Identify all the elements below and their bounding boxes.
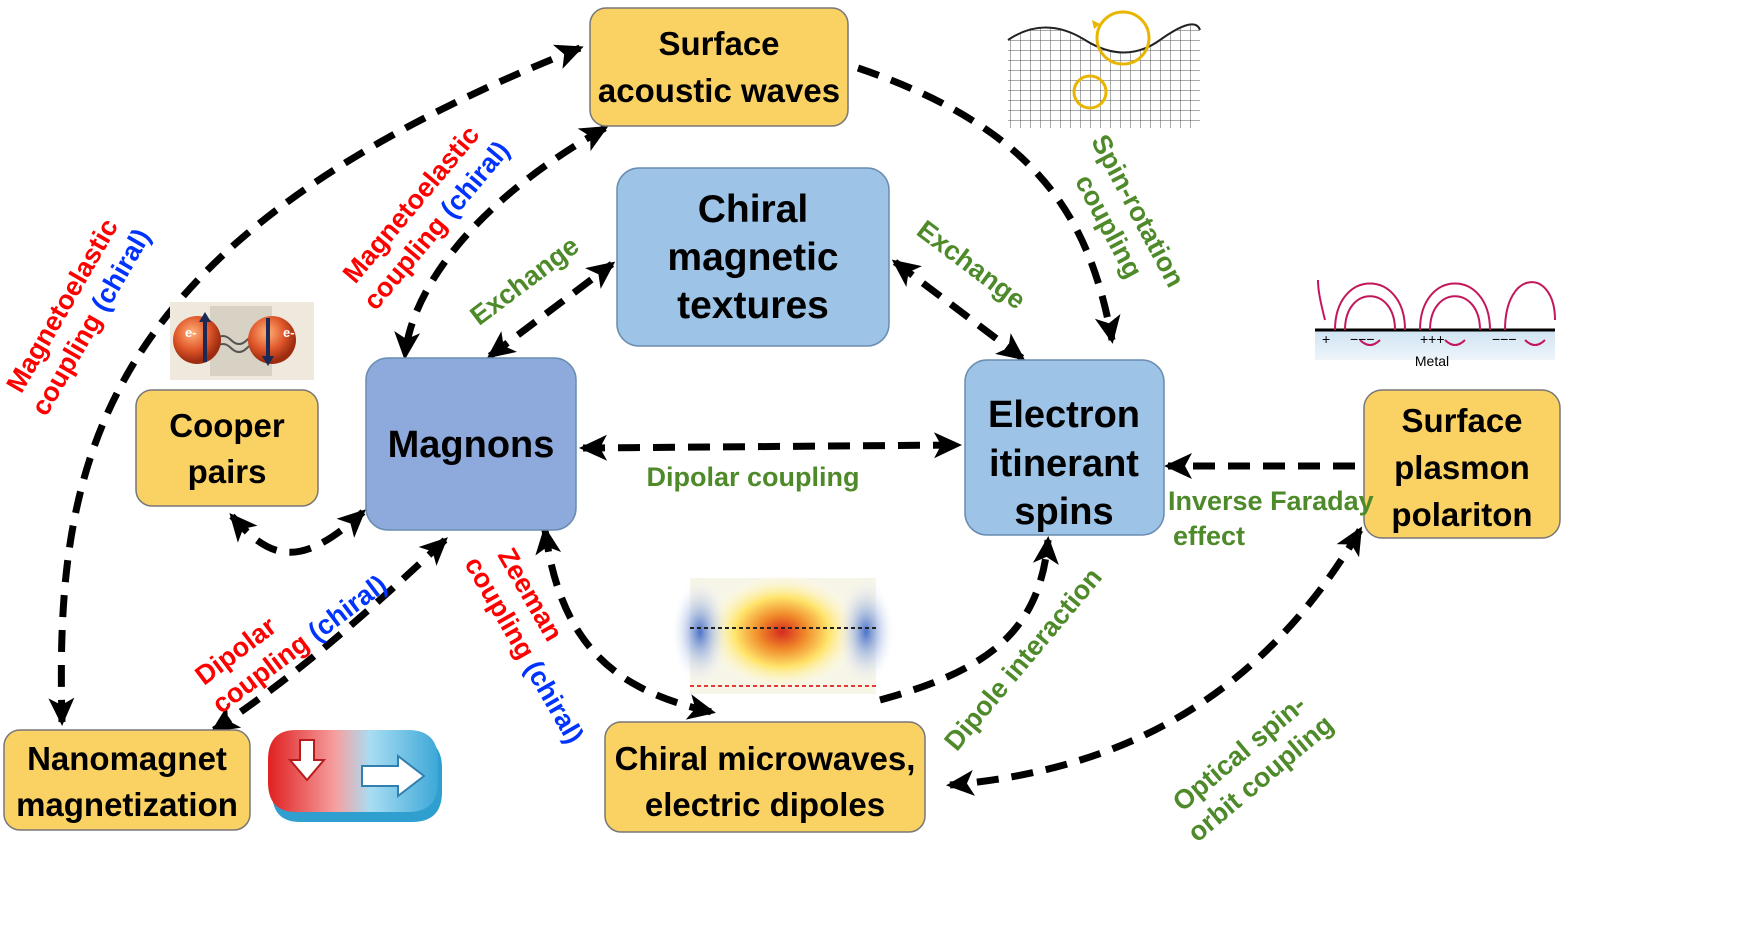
- node-surface-acoustic-waves: Surface acoustic waves: [589, 7, 849, 127]
- arrow-cooper-magnons: [229, 509, 366, 556]
- inverse-faraday-line1: Inverse Faraday: [1168, 486, 1374, 516]
- label-magnetoelastic-outer: Magnetoelastic coupling (chiral): [0, 214, 156, 421]
- node-chiral-microwaves: Chiral microwaves, electric dipoles: [604, 721, 926, 833]
- arrow-saw-spins: [856, 64, 1121, 344]
- spins-label-line1: Electron: [988, 394, 1140, 436]
- saw-label-line1: Surface: [658, 25, 779, 62]
- node-cooper-pairs: Cooper pairs: [135, 389, 319, 507]
- label-zeeman: Zeeman coupling (chiral): [459, 543, 590, 749]
- arrow-magnons-textures: [486, 261, 616, 359]
- saw-mesh-illustration: [1007, 10, 1201, 128]
- node-chiral-magnetic-textures: Chiral magnetic textures: [616, 167, 890, 347]
- microwaves-label-line2: electric dipoles: [645, 786, 885, 823]
- metal-label: Metal: [1415, 353, 1449, 369]
- arrow-magnons-nanomagnet: [210, 537, 448, 733]
- plasmon-charge-plus-mid: +++: [1420, 331, 1445, 347]
- spins-label-line3: spins: [1014, 491, 1113, 533]
- arrow-plasmon-microwaves: [946, 526, 1364, 796]
- spins-label-line2: itinerant: [989, 443, 1139, 485]
- label-inverse-faraday: Inverse Faraday effect: [1168, 486, 1374, 551]
- plasmon-charge-minus-1: −−−: [1350, 331, 1375, 347]
- arrow-magnons-spins: [579, 432, 962, 461]
- cooper-label-line1: Cooper: [169, 407, 285, 444]
- inverse-faraday-line2: effect: [1173, 521, 1245, 551]
- plasmon-charge-minus-2: −−−: [1492, 331, 1517, 347]
- plasmon-label-line1: Surface: [1401, 402, 1522, 439]
- microwave-field-illustration: [672, 574, 894, 694]
- textures-label-line3: textures: [677, 284, 829, 327]
- plasmon-charge-plus-left: +: [1322, 331, 1330, 347]
- zeeman-chiral: (chiral): [519, 655, 590, 748]
- cooper-electron-label-left: e-: [185, 325, 197, 340]
- label-exchange-left: Exchange: [465, 230, 585, 331]
- plasmon-label-line3: polariton: [1391, 496, 1532, 533]
- cooper-pair-illustration: e- e-: [170, 302, 314, 380]
- plasmon-label-line2: plasmon: [1394, 449, 1530, 486]
- node-nanomagnet-magnetization: Nanomagnet magnetization: [3, 729, 251, 831]
- coupling-arrows: [48, 44, 1364, 796]
- nanomagnet-label-line2: magnetization: [16, 786, 238, 823]
- microwaves-label-line1: Chiral microwaves,: [615, 740, 916, 777]
- plasmon-field-illustration: + −−− +++ −−− Metal: [1315, 279, 1556, 369]
- nanomagnet-illustration: [268, 730, 442, 822]
- saw-label-line2: acoustic waves: [598, 72, 840, 109]
- node-electron-itinerant-spins: Electron itinerant spins: [964, 359, 1165, 536]
- label-dipole-interaction: Dipole interaction: [938, 562, 1108, 756]
- label-exchange-right: Exchange: [911, 214, 1031, 315]
- magnons-label: Magnons: [388, 424, 555, 466]
- node-surface-plasmon-polariton: Surface plasmon polariton: [1363, 389, 1561, 539]
- label-spin-rotation: Spin-rotation coupling: [1069, 130, 1190, 292]
- textures-label-line2: magnetic: [667, 236, 838, 279]
- cooper-label-line2: pairs: [188, 453, 267, 490]
- label-dipolar-chiral: Dipolar coupling (chiral): [189, 569, 392, 719]
- textures-label-line1: Chiral: [698, 188, 809, 231]
- arrow-textures-spins: [891, 259, 1026, 361]
- arrow-nanomagnet-saw: [48, 44, 584, 726]
- cooper-electron-label-right: e-: [283, 325, 295, 340]
- dipolar-chiral-chiral: (chiral): [302, 569, 392, 647]
- arrow-magnons-microwaves: [535, 526, 716, 720]
- arrow-saw-magnons: [394, 124, 609, 360]
- node-magnons: Magnons: [365, 357, 577, 531]
- label-dipolar-coupling: Dipolar coupling: [647, 462, 860, 492]
- nanomagnet-label-line1: Nanomagnet: [27, 740, 227, 777]
